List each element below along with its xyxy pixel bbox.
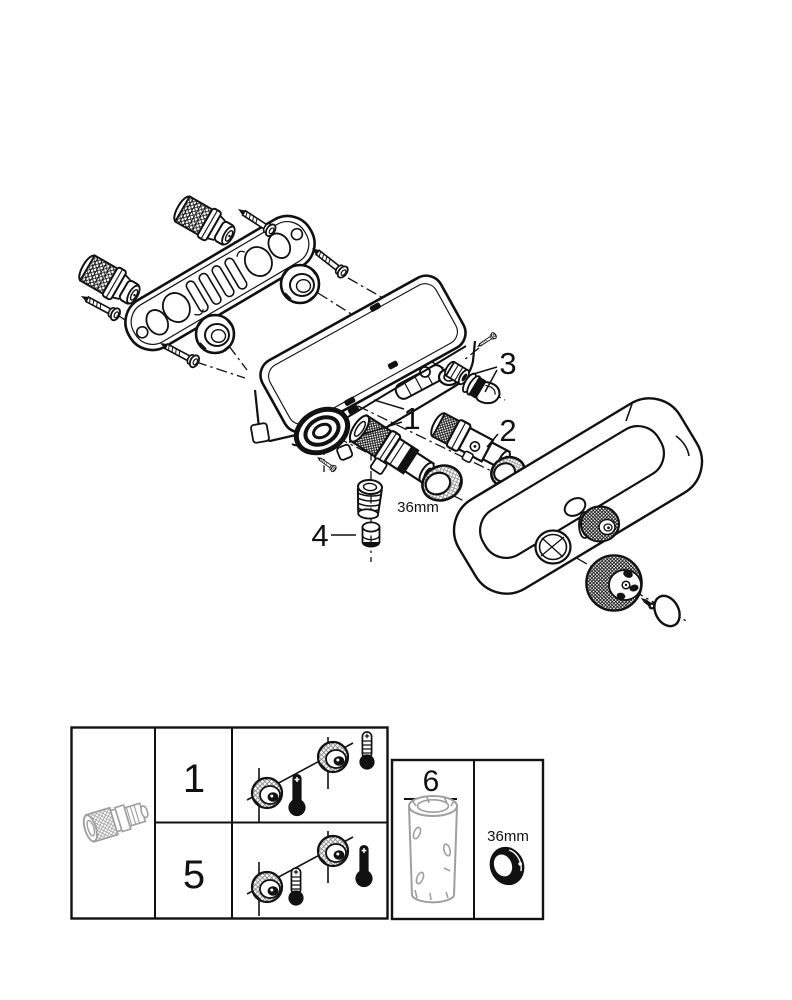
part4-insert xyxy=(361,521,381,548)
table-ring-nut-image xyxy=(489,846,525,886)
small-screw-right xyxy=(474,331,498,351)
small-screw-left xyxy=(314,453,338,474)
legend-table-right: 6 36mm xyxy=(390,758,545,921)
legend-row-1: 1 xyxy=(183,731,376,822)
cap-nut-lower xyxy=(194,313,236,355)
body-inlet-port xyxy=(293,406,351,456)
cap-nut-upper xyxy=(279,263,321,305)
glass-shelf-top xyxy=(259,274,467,434)
socket-tool-image xyxy=(408,795,458,904)
cartridge1-dark-ring xyxy=(396,446,419,474)
scale-thermometer-icon xyxy=(358,731,376,771)
grey-cartridge-image xyxy=(82,802,149,843)
legend-row-2-number: 5 xyxy=(183,853,205,897)
legend-row-2: 5 xyxy=(183,831,374,916)
cover-housing xyxy=(452,397,704,595)
body-foot-right xyxy=(336,443,354,461)
check-valve-cartridge-1 xyxy=(348,413,435,484)
shelf-clip-2 xyxy=(344,396,356,406)
callout-part-1: 1 xyxy=(403,401,420,436)
knurled-adjustment-wheel xyxy=(578,505,621,543)
part3-adapter xyxy=(444,360,470,386)
legend-row-1-number: 1 xyxy=(183,757,205,801)
thermostat-body-with-shelf xyxy=(250,274,477,461)
collar-ring xyxy=(534,529,572,565)
cover-thickness-lines xyxy=(625,403,690,457)
body-foot-left xyxy=(250,422,270,444)
mounting-screw-1 xyxy=(77,289,123,323)
ring-nut-36mm xyxy=(421,464,463,502)
scale-thermometer-icon xyxy=(287,867,305,907)
axis-screw-to-shelf-corner xyxy=(195,361,246,379)
thermostat-knob xyxy=(585,554,643,612)
table-dividers xyxy=(154,727,388,919)
callout-part-2: 2 xyxy=(499,413,516,448)
wall-mounting-plate xyxy=(124,214,316,352)
body-clip-dark xyxy=(387,360,399,370)
axis-small-screw-right xyxy=(463,347,480,361)
axis-nut2-to-shelf xyxy=(228,345,248,371)
s-union-fitting-upper xyxy=(168,191,242,253)
body-clip-dark-2 xyxy=(347,405,360,416)
end-cap xyxy=(653,594,681,628)
table-ring-size-label: 36mm xyxy=(487,828,529,845)
cover-boss xyxy=(563,497,587,517)
part3-stop-valve xyxy=(462,372,501,405)
ring-size-label: 36mm xyxy=(397,499,439,516)
leader-3 xyxy=(469,366,498,393)
tool-number: 6 xyxy=(423,765,440,798)
callout-part-4: 4 xyxy=(311,518,328,553)
callout-leader-lines xyxy=(331,366,499,536)
part4-threaded-plug xyxy=(356,478,383,520)
axis-nut1-to-shelf xyxy=(317,292,357,318)
legend-table-left: 1 5 xyxy=(70,726,389,920)
leader-2 xyxy=(486,433,499,448)
leader-1 xyxy=(363,399,405,435)
shelf-clip xyxy=(369,302,381,312)
callout-part-3: 3 xyxy=(499,346,516,381)
